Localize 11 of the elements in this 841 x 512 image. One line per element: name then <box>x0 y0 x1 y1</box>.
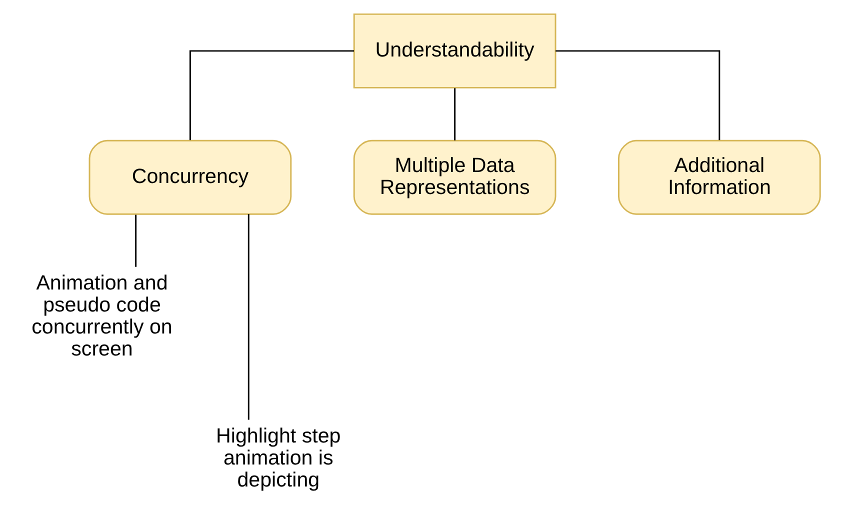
node-text: Animation and pseudo code concurrently on screen <box>31 271 172 361</box>
node-box: Understandability <box>352 13 556 88</box>
connector <box>188 50 354 140</box>
node-box: Additional Information <box>617 140 820 215</box>
node-box: Concurrency <box>88 140 292 215</box>
node-box: Multiple Data Representations <box>352 140 556 215</box>
node-text: Highlight step animation is depicting <box>216 424 340 492</box>
connector <box>454 88 456 140</box>
connector <box>247 214 249 420</box>
connector <box>134 214 136 267</box>
connector <box>555 50 720 140</box>
